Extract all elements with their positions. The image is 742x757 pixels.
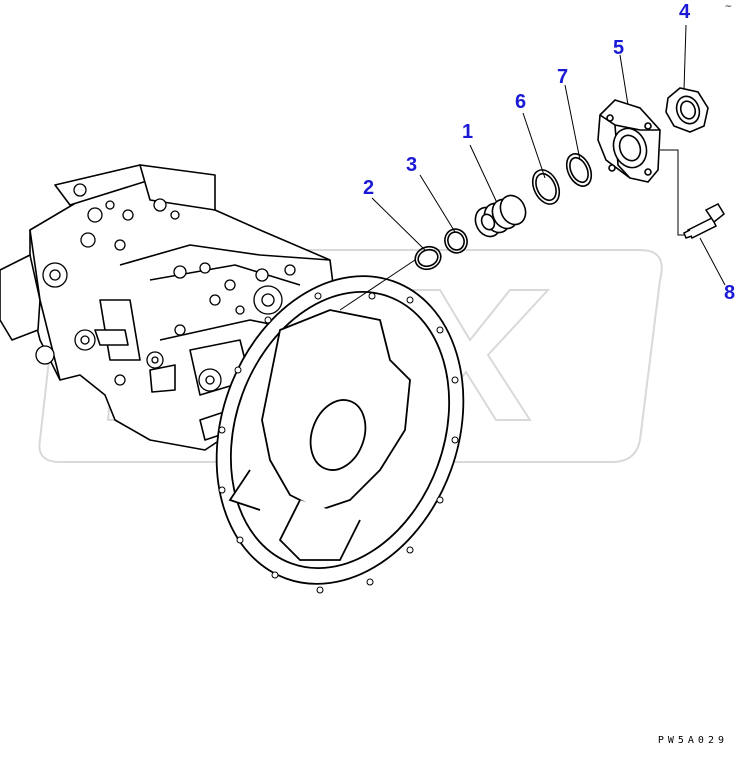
pump-ports — [35, 183, 296, 392]
part-8-bolt — [683, 203, 725, 240]
flywheel-housing — [215, 275, 465, 585]
corner-mark: ~ — [724, 2, 732, 12]
part-4-nut — [665, 87, 709, 133]
callout-8: 8 — [724, 282, 736, 304]
callout-1: 1 — [462, 121, 474, 143]
callout-2: 2 — [363, 177, 375, 199]
part-3-o-ring — [444, 228, 468, 254]
callout-5: 5 — [613, 37, 625, 59]
part-2-o-ring — [414, 245, 442, 271]
drawing-code: PW5A029 — [657, 735, 728, 746]
part-7-o-ring — [565, 153, 593, 187]
leader-lines — [339, 24, 726, 311]
part-6-o-ring — [531, 169, 561, 205]
callout-7: 7 — [557, 66, 569, 88]
flange-bolt-holes — [218, 292, 459, 594]
callout-3: 3 — [406, 154, 418, 176]
part-5-flange — [597, 99, 661, 183]
callout-4: 4 — [679, 1, 691, 23]
callout-6: 6 — [515, 91, 527, 113]
part-1-spring — [474, 194, 527, 238]
